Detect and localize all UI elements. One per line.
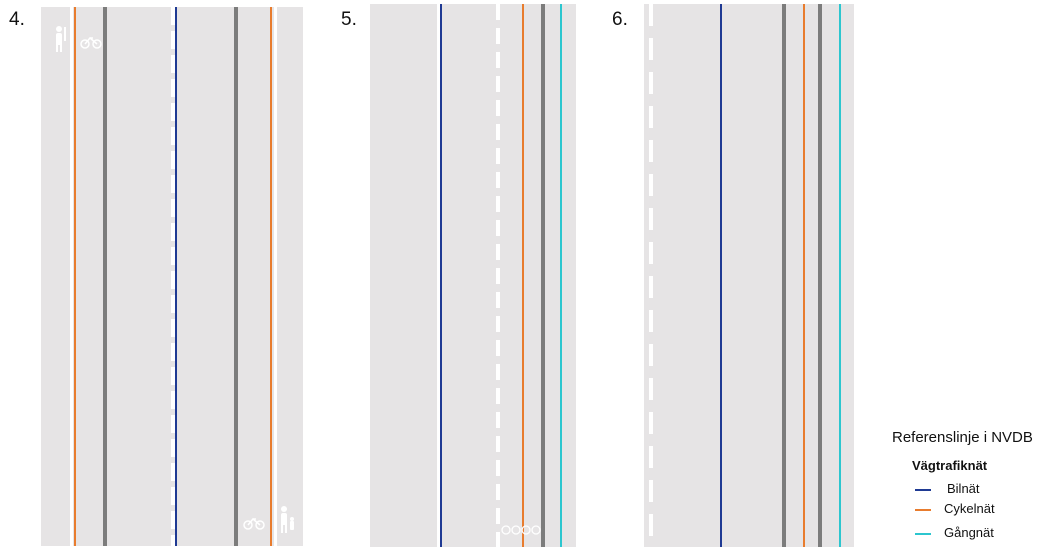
legend-swatch bbox=[915, 509, 931, 511]
bike-network-line bbox=[522, 4, 524, 547]
bike-network-line bbox=[270, 7, 272, 546]
curb-line bbox=[234, 7, 238, 546]
edge-marking-right bbox=[274, 7, 277, 546]
curb-line bbox=[782, 4, 786, 547]
road-panel-6 bbox=[644, 4, 854, 547]
legend-subtitle: Vägtrafiknät bbox=[912, 458, 988, 473]
legend-label: Gångnät bbox=[944, 525, 994, 540]
car-network-line bbox=[720, 4, 722, 547]
edge-marking-left bbox=[437, 4, 440, 547]
pedestrian-sign-icon bbox=[281, 506, 294, 533]
legend-swatch bbox=[915, 533, 931, 535]
bicycle-marking-icon bbox=[80, 36, 102, 49]
center-dashed-marking bbox=[171, 7, 175, 546]
curb-line bbox=[818, 4, 822, 547]
panel-number-6: 6. bbox=[612, 9, 628, 30]
panel-number-5: 5. bbox=[341, 9, 357, 30]
legend-swatch bbox=[915, 489, 931, 491]
curb-line bbox=[541, 4, 545, 547]
legend-title: Referenslinje i NVDB bbox=[892, 429, 1033, 446]
bicycle-marking-icon bbox=[501, 525, 541, 535]
dashed-lane-marking bbox=[496, 4, 500, 547]
bicycle-marking-icon bbox=[243, 517, 265, 530]
bike-network-line bbox=[74, 7, 76, 546]
bike-network-line bbox=[803, 4, 805, 547]
road-panel-4 bbox=[41, 7, 303, 546]
legend-label: Bilnät bbox=[947, 481, 980, 496]
pedestrian-sign-icon bbox=[56, 26, 66, 52]
curb-line bbox=[103, 7, 107, 546]
edge-marking-left bbox=[70, 7, 73, 546]
legend-label: Cykelnät bbox=[944, 501, 995, 516]
dashed-edge-marking bbox=[649, 4, 653, 547]
car-network-line bbox=[440, 4, 442, 547]
car-network-line bbox=[175, 7, 177, 546]
panel-number-4: 4. bbox=[9, 9, 25, 30]
road-panel-5 bbox=[370, 4, 576, 547]
walk-network-line bbox=[560, 4, 562, 547]
walk-network-line bbox=[839, 4, 841, 547]
